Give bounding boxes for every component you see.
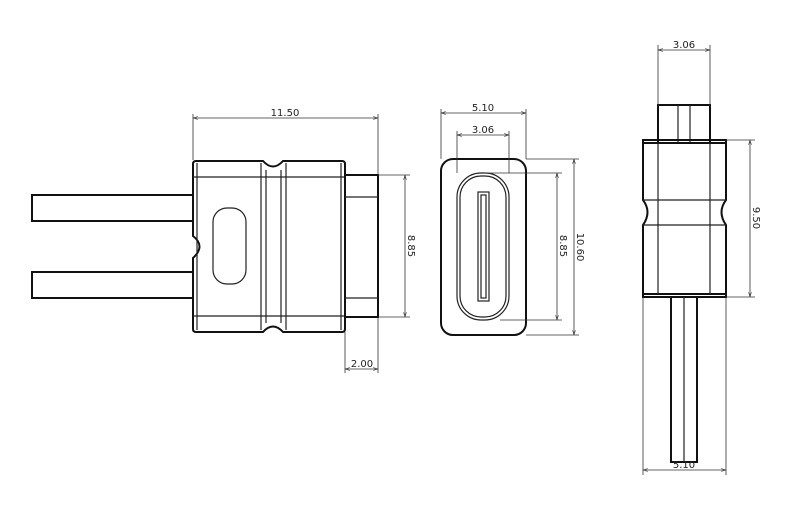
- dim-body-height-label: 9.50: [750, 207, 761, 229]
- dim-pin-height-label: 8.85: [405, 235, 416, 257]
- dim-pin-length-label: 2.00: [351, 359, 373, 370]
- pins: [344, 174, 379, 318]
- dim-length-label: 11.50: [271, 108, 300, 119]
- dim-pin-width-label: 3.06: [673, 40, 695, 51]
- oval-window: [212, 207, 247, 285]
- top-body: [642, 139, 727, 298]
- wire-top: [31, 194, 194, 222]
- front-view: 5.10 3.06 8.85 10.60: [440, 103, 585, 336]
- top-pins: [657, 104, 711, 144]
- dim-outer-height-label: 10.60: [574, 233, 585, 262]
- side-view: 11.50 8.85 2.00: [31, 108, 416, 373]
- dim-inner-height-label: 8.85: [557, 235, 568, 257]
- dim-inner-width-label: 3.06: [472, 125, 494, 136]
- dim-body-width-label: 5.10: [673, 460, 695, 471]
- front-outline: [440, 158, 527, 336]
- dim-outer-width-label: 5.10: [472, 103, 494, 114]
- wire-bottom: [31, 271, 194, 299]
- top-view: 3.06 9.50 5.10: [642, 40, 761, 475]
- connector-body: [192, 160, 346, 333]
